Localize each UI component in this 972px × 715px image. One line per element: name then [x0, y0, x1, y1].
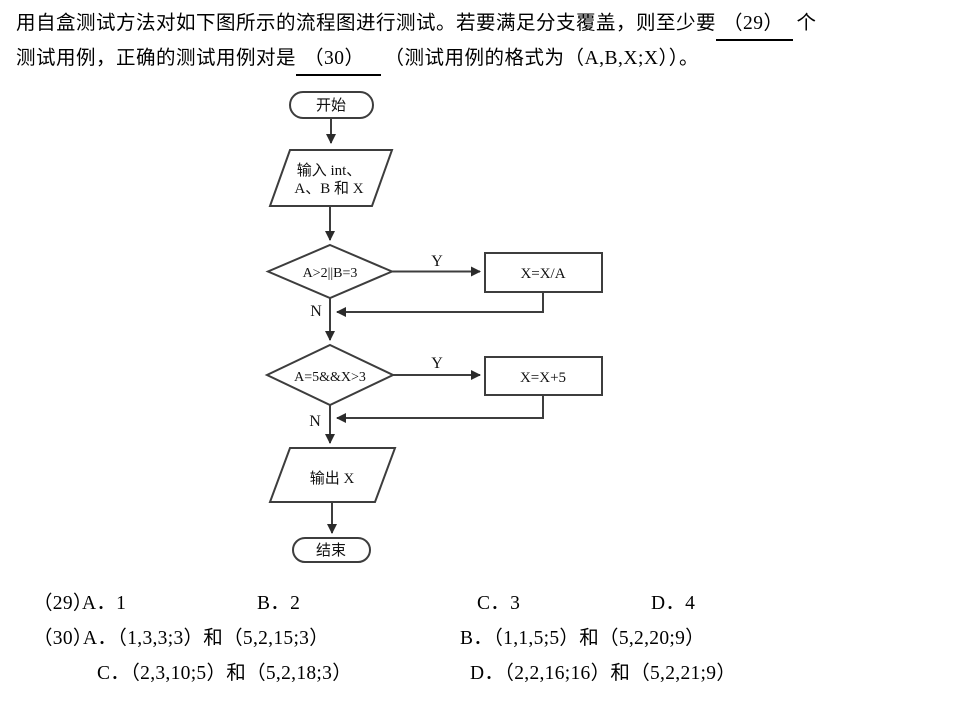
decision2-yes-label: Y: [431, 355, 443, 372]
process2-node: [484, 356, 603, 396]
decision1-no-label: N: [310, 303, 322, 320]
options-row-30-ab: （30） A．（1,3,3;3）和（5,2,15;3） B．（1,1,5;5）和…: [0, 627, 972, 653]
question-line-1: 用自盒测试方法对如下图所示的流程图进行测试。若要满足分支覆盖，则至少要（29）个: [16, 6, 964, 41]
edge-process1-return: [336, 292, 544, 317]
question-text-2b: （测试用例的格式为（A,B,X;X））。: [384, 48, 699, 69]
output-node: [268, 447, 397, 503]
output-node-label: 输出 X: [310, 470, 355, 487]
input-node-label-line2: A、B 和 X: [294, 180, 363, 197]
q30-number: （30）: [33, 628, 93, 649]
start-node-label: 开始: [316, 97, 346, 114]
decision1-label: A>2||B=3: [303, 266, 358, 281]
q29-option-a: A．1: [82, 593, 127, 614]
decision2-label: A=5&&X>3: [294, 370, 366, 385]
q29-option-d: D．4: [651, 593, 696, 614]
flowchart: 开始 输入 int、 A、B 和 X A>2||B=3 Y X=X/A N A=…: [264, 91, 603, 563]
blank-30: （30）: [296, 44, 381, 76]
decision2-no-label: N: [309, 413, 321, 430]
q30-option-d: D．（2,2,16;16）和（5,2,21;9）: [470, 663, 737, 684]
q29-number: （29）: [33, 593, 93, 614]
options-row-30-cd: C．（2,3,10;5）和（5,2,18;3） D．（2,2,16;16）和（5…: [0, 662, 972, 688]
q29-option-b: B．2: [257, 593, 301, 614]
question-text-2: 测试用例，正确的测试用例对是: [16, 48, 297, 69]
end-node: [292, 537, 371, 563]
q30-option-a: A．（1,3,3;3）和（5,2,15;3）: [83, 628, 330, 649]
question-line-2: 测试用例，正确的测试用例对是（30）（测试用例的格式为（A,B,X;X））。: [16, 41, 964, 76]
question-text-1: 用自盒测试方法对如下图所示的流程图进行测试。若要满足分支覆盖，则至少要: [16, 13, 717, 34]
q30-option-c: C．（2,3,10;5）和（5,2,18;3）: [97, 663, 352, 684]
process1-label: X=X/A: [520, 266, 565, 282]
question-text-1b: 个: [796, 13, 817, 34]
blank-29: （29）: [716, 9, 793, 41]
end-node-label: 结束: [316, 542, 346, 559]
edge-process2-return: [336, 395, 544, 423]
question-stem: 用自盒测试方法对如下图所示的流程图进行测试。若要满足分支覆盖，则至少要（29）个…: [16, 6, 964, 76]
decision1-yes-label: Y: [431, 253, 443, 270]
process2-label: X=X+5: [520, 370, 566, 386]
options-row-29: （29） A．1 B．2 C．3 D．4: [0, 592, 972, 618]
q29-option-c: C．3: [477, 593, 521, 614]
q30-option-b: B．（1,1,5;5）和（5,2,20;9）: [460, 628, 705, 649]
input-node-label-line1: 输入 int、: [297, 162, 362, 179]
input-node: [268, 149, 394, 207]
